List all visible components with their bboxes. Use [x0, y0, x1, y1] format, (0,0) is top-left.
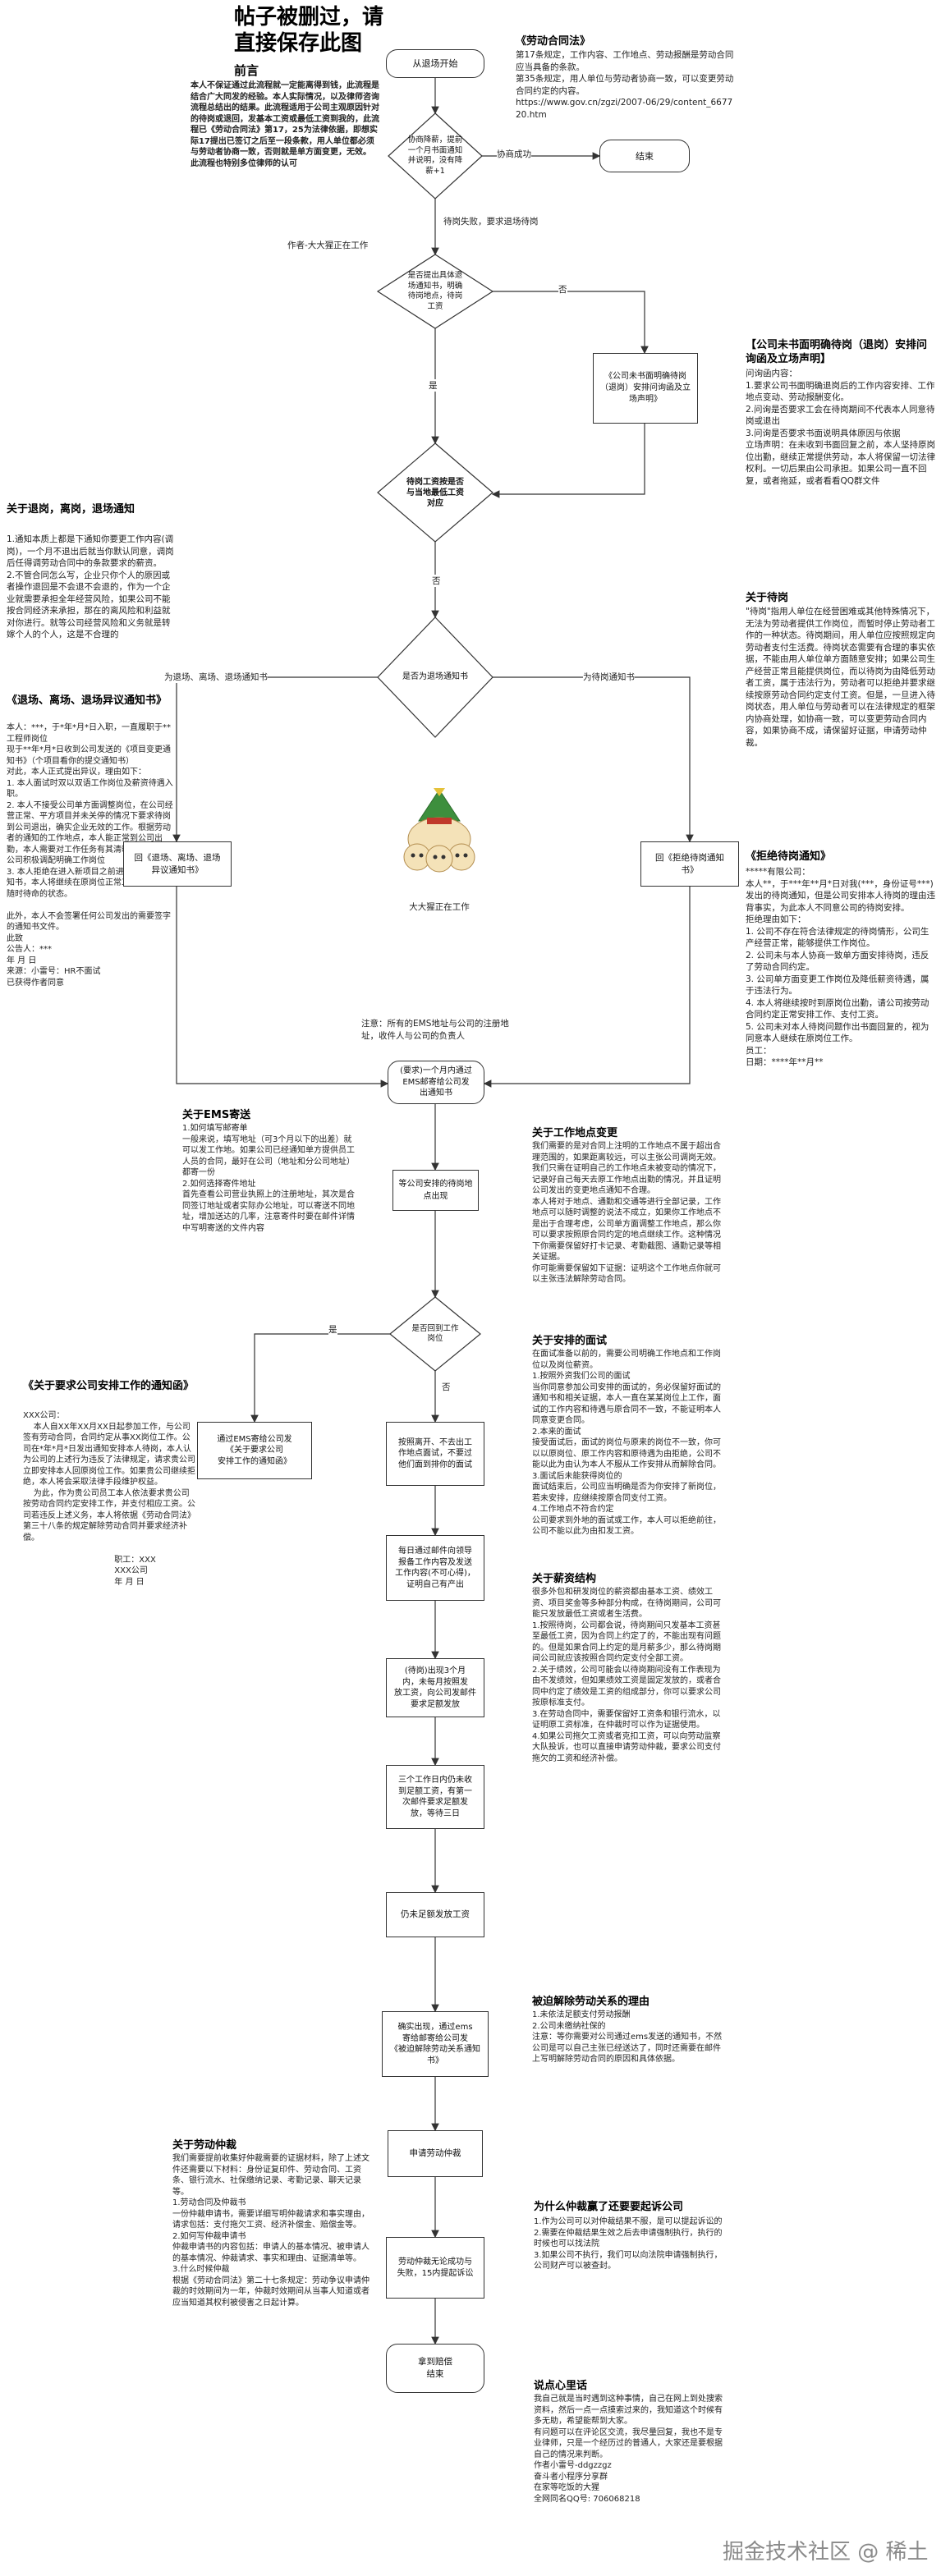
- flow-reply-reject-standby: 回《拒绝待岗通知 书》: [640, 841, 739, 887]
- flow-label-return-yes: 是: [328, 1323, 337, 1336]
- note-retreat-body: 1.通知本质上都是下通知你要更工作内容(调岗)，一个月不退出后就当你默认同意，调…: [7, 534, 174, 639]
- flow-label-negotiate-success: 协商成功: [497, 148, 531, 160]
- decision-notice-issued: [376, 254, 494, 329]
- terminate-title: 被迫解除劳动关系的理由: [532, 1996, 650, 2008]
- inquiry-body: 问询函内容： 1.要求公司书面明确退岗后的工作内容安排、工作地点变动、劳动报酬变…: [746, 369, 935, 486]
- preface-body: 本人不保证通过此流程就一定能离得到钱，此流程是结合广大同发的经验。本人实际情况，…: [190, 81, 379, 168]
- watermark: 掘金技术社区 @ 稀土: [723, 2540, 929, 2565]
- flow-wait-three-days: 三个工作日内仍未收 到足额工资，有第一 次邮件要求足额发 放，等待三日: [386, 1765, 484, 1829]
- flow-wait-arrangement: 等公司安排的待岗地 点出现: [392, 1170, 479, 1211]
- arbitration-body: 我们需要提前收集好仲裁需要的证据材料，除了上述文件还需要以下材料：身份证复印件、…: [172, 2154, 370, 2308]
- decision-return-to-post: [389, 1296, 481, 1372]
- flow-request-work-letter: 通过EMS寄给公司发 《关于要求公司 安排工作的通知函》: [197, 1422, 312, 1479]
- salary-title: 关于薪资结构: [532, 1573, 597, 1585]
- law-body: 第17条规定，工作内容、工作地点、劳动报酬是劳动合同应当具备的条款。 第35条规…: [516, 50, 734, 120]
- flow-end-2: 拿到赔偿 结束: [386, 2344, 484, 2393]
- interview-title: 关于安排的面试: [532, 1335, 608, 1347]
- salary-body: 很多外包和研发岗位的薪资都由基本工资、绩效工资、项目奖金等多种部分构成，在待岗期…: [532, 1588, 721, 1763]
- flow-label-retreat-notice: 为退场、离场、退场通知书: [164, 671, 268, 683]
- lawsuit-body: 1.作为公司可以对仲裁结果不服，是可以提起诉讼的 2.需要在仲裁结果生效之后去申…: [534, 2217, 723, 2271]
- decision-min-wage: [377, 442, 493, 543]
- flow-label-return-no: 否: [442, 1381, 451, 1393]
- ems-address-note: 注意：所有的EMS地址与公司的注册地 址，收件人与公司的负责人: [361, 1019, 509, 1041]
- note-request-title: 《关于要求公司安排工作的通知函》: [23, 1380, 195, 1392]
- flow-label-wage-no: 否: [432, 575, 441, 587]
- ems-title: 关于EMS寄送: [182, 1109, 251, 1121]
- mascot-icon: [403, 788, 475, 873]
- flow-label-negotiate-fail: 待岗失败，要求退场待岗: [443, 215, 539, 227]
- flow-reply-retreat-objection: 回《退场、离场、退场 异议通知书》: [123, 841, 232, 887]
- flow-request-full-pay: (待岗)出现3个月 内，未每月按照发 放工资，向公司发邮件 要求足额发放: [386, 1658, 484, 1717]
- flow-decision-type-label: 是否为退场通知书: [402, 672, 468, 681]
- flow-daily-report: 每日通过邮件向领导 报备工作内容及发送 工作内容(不可心得)， 证明自己有产出: [386, 1535, 484, 1601]
- flow-interview-step: 按照离开、不去出工 作地点面试，不要过 他们面到排你的面试: [386, 1422, 484, 1486]
- mascot-image: [386, 788, 493, 878]
- flow-apply-arbitration: 申请劳动仲裁: [388, 2130, 483, 2177]
- flow-inquiry-letter: 《公司未书面明确待岗（退岗）安排问询函及立场声明》: [593, 353, 698, 424]
- law-title: 《劳动合同法》: [516, 35, 591, 48]
- flow-forced-termination: 确实出现，通过ems 寄给邮寄给公司发 《被迫解除劳动关系通知 书》: [382, 2011, 489, 2077]
- flow-ems-send: (要求)一个月内通过 EMS邮寄给公司发 出通知书: [388, 1061, 484, 1104]
- reject-body: *****有限公司： 本人**，于***年**月*日对我(***，身份证号***…: [746, 867, 935, 1067]
- reject-title: 《拒绝待岗通知》: [746, 850, 832, 863]
- decision-notice-type: [377, 616, 493, 738]
- flow-unpaid: 仍未足额发放工资: [386, 1892, 484, 1937]
- flow-label-no-notice: 否: [558, 283, 567, 296]
- note-retreat-title: 关于退岗，离岗，退场通知: [7, 503, 135, 516]
- arbitration-title: 关于劳动仲裁: [172, 2139, 237, 2152]
- standby-body: "待岗"指用人单位在经营困难或其他特殊情况下，无法为劳动者提供工作岗位，而暂时停…: [746, 607, 935, 748]
- flow-file-lawsuit: 劳动仲裁无论成功与 失败，15内提起诉讼: [386, 2237, 484, 2299]
- note-objection-title: 《退场、离场、退场异议通知书》: [7, 694, 168, 707]
- lawsuit-title: 为什么仲裁赢了还要要起诉公司: [534, 2201, 684, 2213]
- inquiry-title: 【公司未书面明确待岗（退岗）安排问询函及立场声明】: [746, 339, 928, 365]
- flow-decision-return-label: 是否回到工作 岗位: [411, 1323, 459, 1344]
- flow-decision-min-wage-label: 待岗工资按是否 与当地最低工资 对应: [406, 477, 464, 508]
- flow-label-standby-notice: 为待岗通知书: [583, 671, 635, 683]
- endnote-title: 说点心里话: [534, 2380, 588, 2392]
- workplace-title: 关于工作地点变更: [532, 1127, 618, 1139]
- ems-body: 1.如何填写邮寄单 一般来说，填写地址（可3个月以下的出差）就可以发工作地。如果…: [182, 1124, 355, 1233]
- standby-title: 关于待岗: [746, 592, 789, 604]
- flow-start: 从退场开始: [386, 49, 484, 78]
- terminate-body: 1.未依法足额支付劳动报酬 2.公司未缴纳社保的 注意：等你需要对公司通过ems…: [532, 2010, 723, 2064]
- preface-title: 前言: [234, 63, 259, 78]
- note-objection-body: 本人：***，于*年*月*日入职，一直履职于**工程师岗位 现于**年*月*日收…: [7, 723, 173, 988]
- mascot-caption: 大大猩正在工作: [409, 902, 470, 912]
- note-request-body: XXX公司： 本人自XX年XX月XX日起参加工作，与公司签有劳动合同，合同约定从…: [23, 1411, 195, 1587]
- flow-label-yes-notice: 是: [429, 379, 438, 392]
- flow-decision-notice-label: 是否提出具体退 场通知书，明确 待岗地点，待岗 工资: [407, 271, 463, 311]
- decision-negotiate: [388, 112, 483, 199]
- interview-body: 在面试准备以前的，需要公司明确工作地点和工作岗位以及岗位薪资。 1.按照外资我们…: [532, 1350, 721, 1536]
- endnote-body: 我自己就是当时遇到这种事情，自己在网上到处搜索资料，然后一点一点摸索过来的，我知…: [534, 2395, 723, 2504]
- flow-end-1: 结束: [599, 140, 690, 172]
- preface-author: 作者-大大猩正在工作: [287, 241, 369, 250]
- workplace-body: 我们需要的是对合同上注明的工作地点不属于超出合理范围的，如果距离较远，可以主张公…: [532, 1142, 721, 1284]
- page-title: 帖子被删过，请 直接保存此图: [234, 5, 384, 56]
- flow-decision-negotiate-label: 协商降薪，提前 一个月书面通知 并说明，没有降 薪+1: [407, 135, 463, 176]
